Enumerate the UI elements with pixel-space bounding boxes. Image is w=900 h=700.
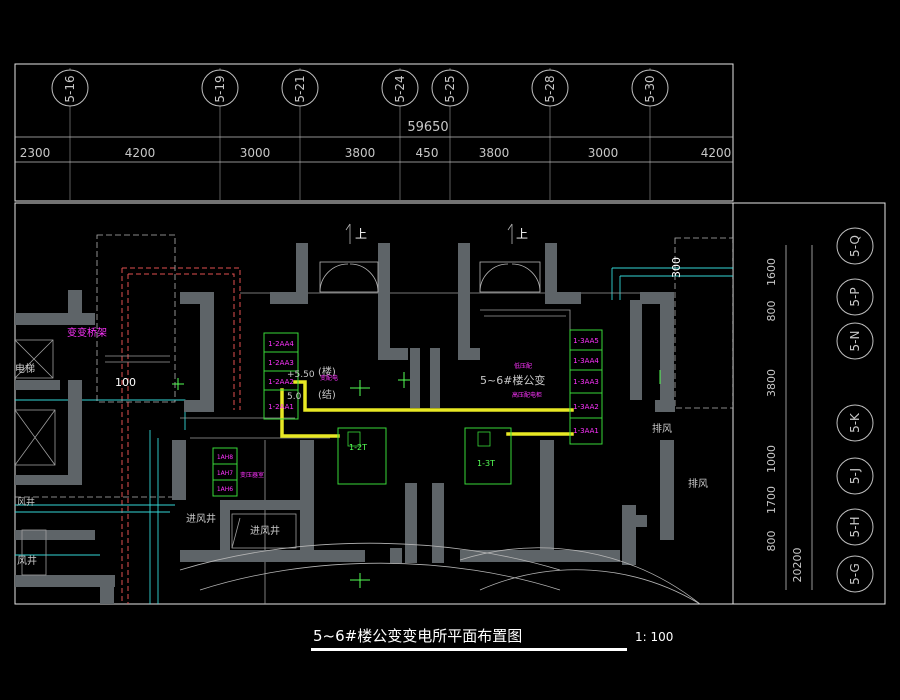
panel-label: 1AH7 — [217, 470, 233, 477]
axis-label: 5-J — [848, 468, 862, 484]
cable-run-left — [280, 388, 340, 438]
dim-450: 450 — [416, 146, 439, 160]
dim-300-label: 300 — [670, 257, 683, 278]
axis-label: 5-21 — [293, 75, 307, 102]
right-dim: 800 — [765, 301, 778, 322]
axis-bubble — [201, 69, 239, 107]
axis-label: 5-N — [848, 331, 862, 352]
panel-label: 1-3AA1 — [573, 427, 599, 435]
mag-note: 高压配电柜 — [512, 391, 542, 399]
axis-bubble — [836, 322, 874, 360]
transformer-label: 1-2T — [349, 443, 367, 452]
title-underline — [311, 648, 627, 651]
wind-shaft-label: 风井 — [17, 554, 37, 567]
axis-bubble — [836, 227, 874, 265]
panel-stack-right — [569, 329, 603, 445]
panel-label: 1-2AA4 — [268, 340, 294, 348]
level-note: +5.50 — [287, 370, 315, 380]
mag-note: 低压配 — [514, 362, 532, 370]
right-axis-column: 1600 800 3800 1000 1700 800 20200 5-Q 5-… — [765, 227, 874, 593]
axis-label: 5-P — [848, 287, 862, 306]
panel-label: 1-3AA4 — [573, 357, 599, 365]
axis-label: 5-Q — [848, 235, 862, 257]
transformer-1 — [337, 427, 387, 485]
bridge-label: 变变桥架 — [67, 326, 107, 339]
transformer-2 — [464, 427, 512, 485]
panel-label: 1-2AA3 — [268, 359, 294, 367]
fan-label: 风井 — [17, 496, 35, 508]
axis-label: 5-H — [848, 517, 862, 538]
dim-3000: 3000 — [240, 146, 271, 160]
axis-bubble — [836, 278, 874, 316]
axis-bubble — [431, 69, 469, 107]
axis-label: 5-19 — [213, 75, 227, 102]
right-dim: 1600 — [765, 258, 778, 286]
top-axis-row: 5-16 5-19 5-21 5-24 5-25 5-28 5-30 — [51, 68, 669, 200]
elevator-label: 电梯 — [15, 362, 35, 375]
panel-label: 1AH8 — [217, 454, 233, 461]
axis-bubble — [631, 69, 669, 107]
axis-label: 5-28 — [543, 75, 557, 102]
exhaust-label: 排风 — [688, 477, 708, 490]
panel-label: 1-3AA3 — [573, 378, 599, 386]
level-note: 5.0 — [287, 392, 302, 402]
panel-label: 1-3AA2 — [573, 403, 599, 411]
right-dim: 3800 — [765, 369, 778, 397]
transformer-label: 1-3T — [477, 459, 495, 468]
axis-bubble — [836, 457, 874, 495]
right-frame — [732, 202, 886, 605]
drawing-title: 5~6#楼公变变电所平面布置图 — [313, 627, 522, 645]
dim-3000-b: 3000 — [588, 146, 619, 160]
right-total: 20200 — [791, 548, 804, 583]
axis-label: 5-G — [848, 563, 862, 585]
axis-bubble — [836, 404, 874, 442]
axis-label: 5-30 — [643, 75, 657, 102]
mag-note: 变压器室 — [240, 471, 264, 479]
dim-3800: 3800 — [345, 146, 376, 160]
axis-bubble — [836, 508, 874, 546]
upper-frame — [14, 63, 734, 202]
right-dim: 1000 — [765, 445, 778, 473]
right-dim: 1700 — [765, 486, 778, 514]
exhaust-label: 排风 — [652, 422, 672, 435]
axis-label: 5-K — [848, 412, 862, 433]
drawing-scale: 1: 100 — [635, 630, 673, 644]
dim-3800-b: 3800 — [479, 146, 510, 160]
axis-label: 5-25 — [443, 75, 457, 102]
cable-run-main — [293, 380, 574, 412]
axis-bubble — [381, 69, 419, 107]
stairs-up-label: 上 — [355, 227, 367, 241]
axis-bubble — [531, 69, 569, 107]
mag-note: 变配电 — [320, 374, 338, 382]
dim-2300: 2300 — [20, 146, 51, 160]
bracket-label: (楼) — [318, 365, 336, 378]
panel-label: 1-2AA1 — [268, 403, 294, 411]
top-dimensions: 59650 2300 4200 3000 3800 450 3800 3000 … — [15, 120, 733, 163]
panel-label: 1-2AA2 — [268, 378, 294, 386]
panel-label: 1AH6 — [217, 486, 233, 493]
panel-stack-left — [263, 332, 299, 420]
bracket-label: (结) — [318, 388, 336, 401]
substation-label: 5~6#楼公变 — [480, 373, 545, 387]
vent-shaft-label: 进风井 — [186, 512, 216, 525]
right-dim: 800 — [765, 531, 778, 552]
vent-in-label: 进风井 — [250, 524, 280, 537]
total-dimension: 59650 — [407, 120, 448, 135]
axis-label: 5-24 — [393, 75, 407, 102]
axis-bubble — [836, 555, 874, 593]
dim-4200: 4200 — [125, 146, 156, 160]
stairs-up-label: 上 — [516, 227, 528, 241]
floor-plan: 1-2AA4 1-2AA3 1-2AA2 1-2AA1 1-3AA5 1-3AA… — [15, 223, 733, 604]
axis-bubble — [281, 69, 319, 107]
axis-label: 5-16 — [63, 75, 77, 102]
panel-stack-small — [212, 447, 238, 497]
panel-label: 1-3AA5 — [573, 337, 599, 345]
axis-bubble — [51, 69, 89, 107]
dim-4200-b: 4200 — [701, 146, 732, 160]
dim-100-label: 100 — [115, 376, 136, 389]
